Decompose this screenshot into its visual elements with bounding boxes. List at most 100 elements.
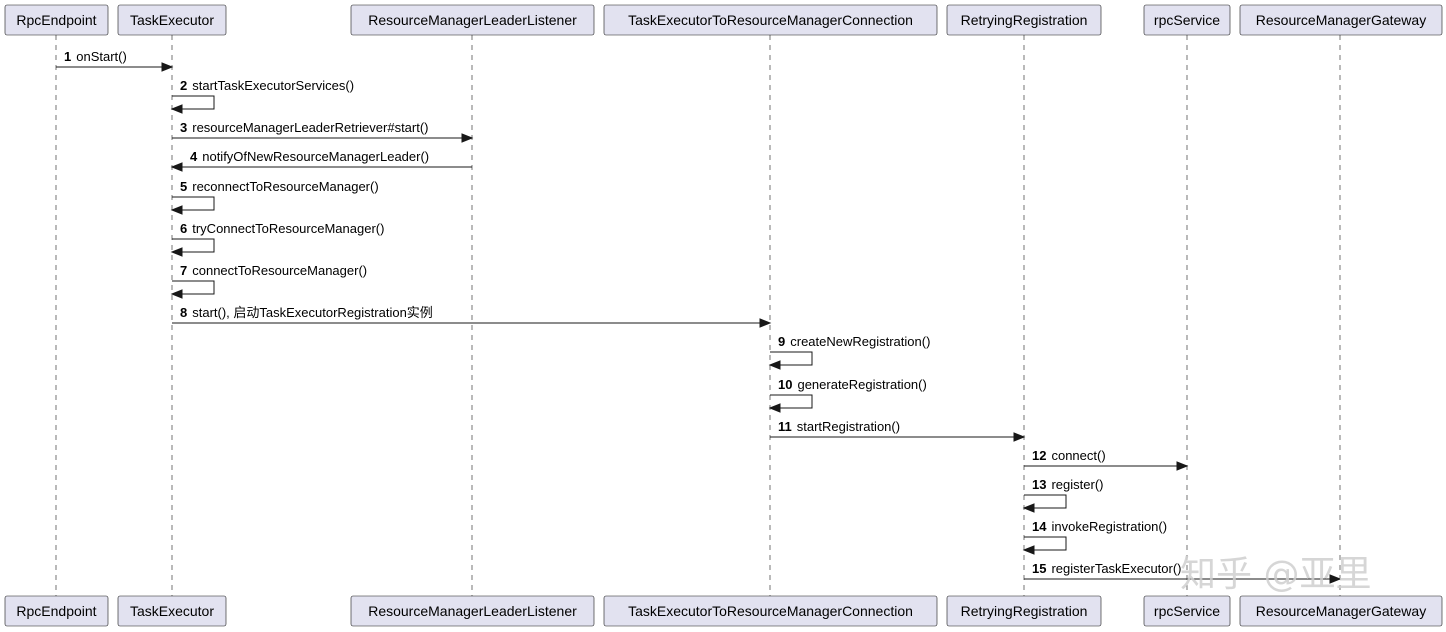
- self-message-line: [1024, 536, 1067, 551]
- message-label: 14 invokeRegistration(): [1032, 519, 1167, 534]
- message-text: connectToResourceManager(): [192, 263, 367, 278]
- participant-box: [4, 4, 109, 36]
- message-label: 2 startTaskExecutorServices(): [180, 78, 354, 93]
- participant-taskexecutortoresourcemanagerconnection-bottom: TaskExecutorToResourceManagerConnection: [603, 595, 938, 627]
- message-text: onStart(): [76, 49, 127, 64]
- participant-box: [603, 595, 938, 627]
- message-text: register(): [1051, 477, 1103, 492]
- message-label: 1 onStart(): [64, 49, 127, 64]
- message-number: 14: [1032, 519, 1047, 534]
- arrow-head-icon: [170, 247, 183, 257]
- message-3: 3 resourceManagerLeaderRetriever#start(): [172, 120, 474, 143]
- message-11: 11 startRegistration(): [770, 419, 1026, 442]
- self-message-line: [172, 280, 215, 295]
- participant-box: [1239, 4, 1443, 36]
- participant-resourcemanagergateway-top: ResourceManagerGateway: [1239, 4, 1443, 36]
- participant-label: ResourceManagerGateway: [1256, 603, 1426, 619]
- message-number: 12: [1032, 448, 1046, 463]
- participant-rpcendpoint-bottom: RpcEndpoint: [4, 595, 109, 627]
- message-text: start(), 启动TaskExecutorRegistration实例: [192, 305, 433, 320]
- participant-label: TaskExecutorToResourceManagerConnection: [628, 603, 913, 619]
- participant-label: RpcEndpoint: [16, 12, 96, 28]
- self-message-line: [172, 238, 215, 253]
- message-label: 11 startRegistration(): [778, 419, 900, 434]
- message-8: 8 start(), 启动TaskExecutorRegistration实例: [172, 305, 772, 328]
- self-message-line: [172, 95, 215, 110]
- self-message-line: [770, 351, 813, 366]
- message-number: 15: [1032, 561, 1046, 576]
- participant-resourcemanagerleaderlistener-top: ResourceManagerLeaderListener: [350, 4, 595, 36]
- participant-label: TaskExecutorToResourceManagerConnection: [628, 12, 913, 28]
- message-text: invokeRegistration(): [1051, 519, 1167, 534]
- arrow-head-icon: [768, 360, 781, 370]
- participant-resourcemanagergateway-bottom: ResourceManagerGateway: [1239, 595, 1443, 627]
- participant-rpcendpoint-top: RpcEndpoint: [4, 4, 109, 36]
- participant-box: [4, 595, 109, 627]
- participant-box: [117, 595, 227, 627]
- message-number: 2: [180, 78, 187, 93]
- participant-label: RpcEndpoint: [16, 603, 96, 619]
- participant-box: [350, 4, 595, 36]
- participant-rpcservice-bottom: rpcService: [1143, 595, 1231, 627]
- participant-rpcservice-top: rpcService: [1143, 4, 1231, 36]
- participant-label: ResourceManagerLeaderListener: [368, 603, 577, 619]
- message-number: 11: [778, 419, 792, 434]
- self-message-line: [770, 394, 813, 409]
- message-number: 3: [180, 120, 187, 135]
- message-text: tryConnectToResourceManager(): [192, 221, 384, 236]
- message-number: 8: [180, 305, 187, 320]
- arrow-head-icon: [1022, 503, 1035, 513]
- message-number: 4: [190, 149, 198, 164]
- participants: RpcEndpointRpcEndpointTaskExecutorTaskEx…: [4, 4, 1443, 627]
- participant-retryingregistration-top: RetryingRegistration: [946, 4, 1102, 36]
- message-text: connect(): [1051, 448, 1105, 463]
- message-text: createNewRegistration(): [790, 334, 930, 349]
- self-message-line: [172, 196, 215, 211]
- message-text: resourceManagerLeaderRetriever#start(): [192, 120, 428, 135]
- message-15: 15 registerTaskExecutor(): [1024, 561, 1342, 584]
- participant-taskexecutortoresourcemanagerconnection-top: TaskExecutorToResourceManagerConnection: [603, 4, 938, 36]
- watermark-text: 知乎 @亚里: [1180, 554, 1371, 595]
- message-number: 1: [64, 49, 71, 64]
- participant-box: [1143, 595, 1231, 627]
- message-label: 12 connect(): [1032, 448, 1106, 463]
- lifelines: [55, 35, 1341, 596]
- message-label: 8 start(), 启动TaskExecutorRegistration实例: [180, 305, 433, 320]
- participant-box: [1239, 595, 1443, 627]
- participant-box: [1143, 4, 1231, 36]
- arrow-head-icon: [170, 289, 183, 299]
- arrow-head-icon: [161, 62, 174, 72]
- message-text: registerTaskExecutor(): [1051, 561, 1181, 576]
- participant-box: [946, 4, 1102, 36]
- message-number: 7: [180, 263, 187, 278]
- message-text: startRegistration(): [797, 419, 900, 434]
- message-label: 7 connectToResourceManager(): [180, 263, 367, 278]
- arrow-head-icon: [170, 205, 183, 215]
- message-text: startTaskExecutorServices(): [192, 78, 354, 93]
- arrow-head-icon: [1022, 545, 1035, 555]
- participant-label: ResourceManagerGateway: [1256, 12, 1426, 28]
- participant-taskexecutor-top: TaskExecutor: [117, 4, 227, 36]
- message-label: 15 registerTaskExecutor(): [1032, 561, 1182, 576]
- message-7: 7 connectToResourceManager(): [170, 263, 367, 299]
- participant-label: RetryingRegistration: [961, 12, 1088, 28]
- self-message-line: [1024, 494, 1067, 509]
- message-12: 12 connect(): [1024, 448, 1189, 471]
- participant-retryingregistration-bottom: RetryingRegistration: [946, 595, 1102, 627]
- message-text: generateRegistration(): [797, 377, 926, 392]
- participant-label: TaskExecutor: [130, 12, 214, 28]
- arrow-head-icon: [759, 318, 772, 328]
- participant-box: [946, 595, 1102, 627]
- participant-box: [117, 4, 227, 36]
